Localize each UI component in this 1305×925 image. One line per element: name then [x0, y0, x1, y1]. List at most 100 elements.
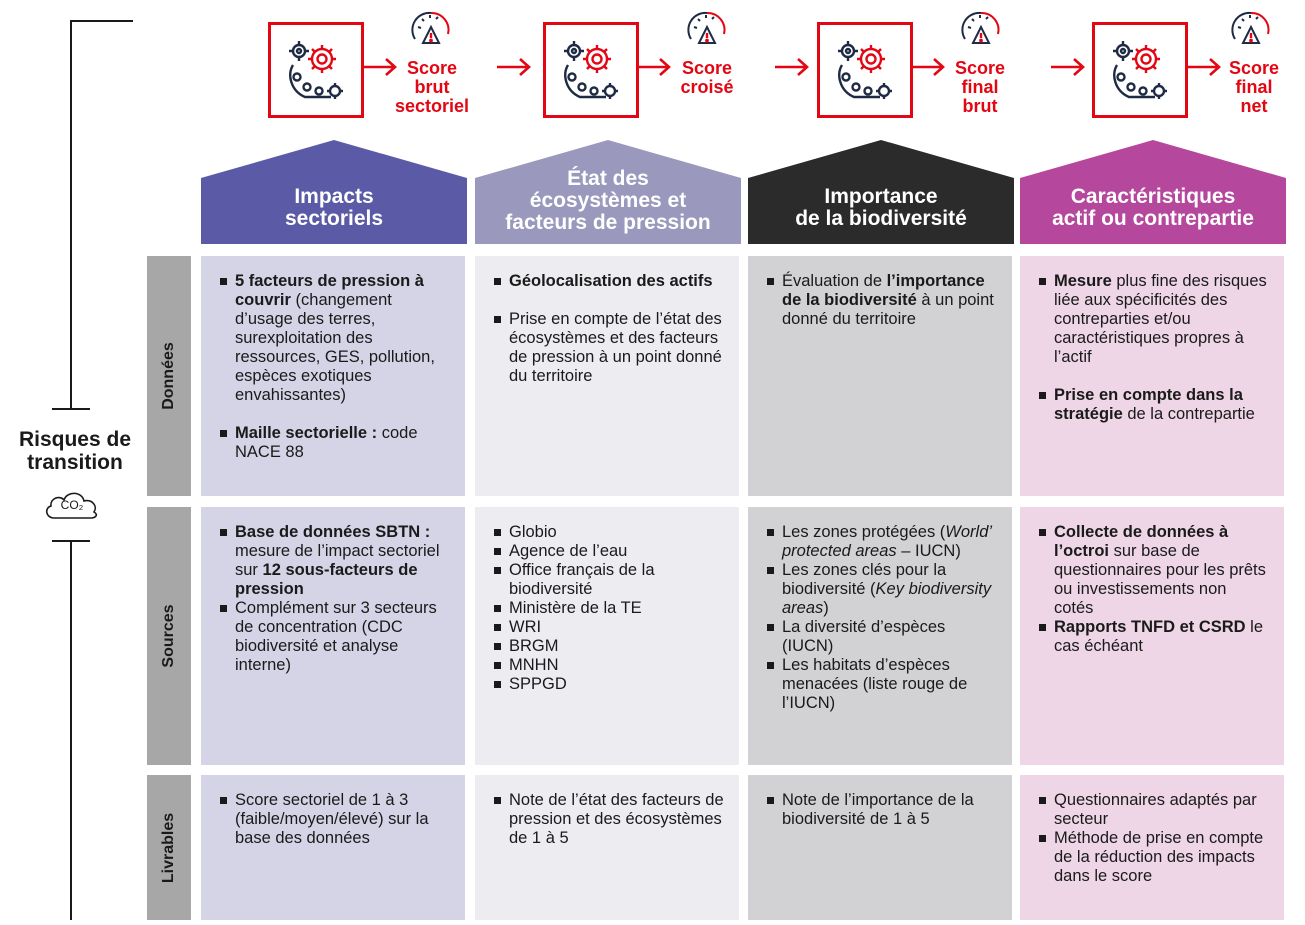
score-label-line: sectoriel	[394, 96, 470, 116]
bullet-item: Score sectoriel de 1 à 3 (faible/moyen/é…	[219, 791, 451, 848]
flow-arrow-icon	[1186, 56, 1222, 83]
bullet-item: Rapports TNFD et CSRD le cas échéant	[1038, 618, 1270, 656]
bullet-item: Méthode de prise en compte de la réducti…	[1038, 829, 1270, 886]
source-item: BRGM	[493, 637, 725, 656]
side-title-line: transition	[27, 451, 123, 474]
score-label-line: Score	[681, 58, 733, 78]
column-header-title-line: de la biodiversité	[795, 207, 967, 230]
bullet-item: 5 facteurs de pression à couvrir (change…	[219, 272, 451, 405]
bullet-item: Géolocalisation des actifs	[493, 272, 725, 291]
score-label-line: brut	[414, 77, 450, 97]
process-machine-box	[543, 22, 639, 118]
source-item: MNHN	[493, 656, 725, 675]
timeline-cap-top	[70, 20, 133, 22]
flow-arrow-icon	[496, 56, 532, 83]
bullet-item: Note de l’état des facteurs de pression …	[493, 791, 725, 848]
row-label-text: Données	[160, 342, 177, 410]
source-item: Ministère de la TE	[493, 599, 725, 618]
timeline-line-top	[70, 20, 72, 410]
bullet-item: Mesure plus fine des risques liée aux sp…	[1038, 272, 1270, 367]
column-header-title-line: Impacts	[294, 185, 374, 208]
process-machine-box	[817, 22, 913, 118]
column-header-title-line: actif ou contrepartie	[1052, 207, 1254, 230]
score-label-line: brut	[962, 96, 998, 116]
bullet-item: Note de l’importance de la biodiversité …	[766, 791, 998, 829]
risk-gauge-warning-icon	[410, 7, 452, 52]
cell-donnees-importance: Évaluation de l’importance de la biodive…	[748, 256, 1012, 496]
source-item: Globio	[493, 523, 725, 542]
bullet-item: Évaluation de l’importance de la biodive…	[766, 272, 998, 329]
bullet-item: Questionnaires adaptés par secteur	[1038, 791, 1270, 829]
cell-donnees-etat: Géolocalisation des actifs Prise en comp…	[475, 256, 739, 496]
bullet-item: Complément sur 3 secteurs de concentrati…	[219, 599, 451, 675]
source-item: Office français de la biodiversité	[493, 561, 725, 599]
bullet-item: Les zones protégées (World’ protected ar…	[766, 523, 998, 561]
source-item: SPPGD	[493, 675, 725, 694]
flow-arrow-icon	[774, 56, 810, 83]
score-label-line: final	[961, 77, 999, 97]
risk-gauge-warning-icon	[960, 7, 1002, 52]
bullet-item: Les zones clés pour la biodiversité (Key…	[766, 561, 998, 618]
score-label-line: final	[1235, 77, 1273, 97]
process-machine-box	[268, 22, 364, 118]
risk-gauge-warning-icon	[1230, 7, 1272, 52]
side-title: Risques de transition	[0, 428, 150, 474]
row-label-text: Sources	[160, 604, 177, 668]
timeline-tick-upper	[52, 408, 90, 410]
cell-sources-caracteristiques: Collecte de données à l’octroi sur base …	[1020, 507, 1284, 765]
bullet-item: Les habitats d’espèces menacées (liste r…	[766, 656, 998, 713]
flow-arrow-icon	[910, 56, 946, 83]
row-label-sources: Sources	[147, 507, 191, 765]
bullet-item: Prise en compte dans la stratégie de la …	[1038, 386, 1270, 424]
cloud-co2-icon: CO₂	[42, 486, 102, 522]
flow-arrow-icon	[636, 56, 672, 83]
bullet-item: Collecte de données à l’octroi sur base …	[1038, 523, 1270, 618]
score-label-line: net	[1240, 96, 1268, 116]
cell-sources-impacts: Base de données SBTN : mesure de l’impac…	[201, 507, 465, 765]
row-label-text: Livrables	[160, 812, 177, 883]
column-header-title-line: Importance	[824, 185, 938, 208]
process-machine-box	[1092, 22, 1188, 118]
score-label-line: Score	[406, 58, 458, 78]
cell-livrables-importance: Note de l’importance de la biodiversité …	[748, 775, 1012, 920]
flow-arrow-icon	[362, 56, 398, 83]
score-label-line: Score	[954, 58, 1006, 78]
column-header-title-line: sectoriels	[284, 207, 384, 230]
cell-sources-importance: Les zones protégées (World’ protected ar…	[748, 507, 1012, 765]
source-item: WRI	[493, 618, 725, 637]
bullet-item: Maille sectorielle : code NACE 88	[219, 424, 451, 462]
cell-livrables-caracteristiques: Questionnaires adaptés par secteur Métho…	[1020, 775, 1284, 920]
score-label-line: croisé	[680, 77, 734, 97]
row-label-livrables: Livrables	[147, 775, 191, 920]
source-item: Agence de l’eau	[493, 542, 725, 561]
bullet-item: La diversité d’espèces (IUCN)	[766, 618, 998, 656]
cell-donnees-impacts: 5 facteurs de pression à couvrir (change…	[201, 256, 465, 496]
column-header-title-line: écosystèmes et	[529, 189, 687, 212]
score-label-line: Score	[1228, 58, 1280, 78]
bullet-item: Prise en compte de l’état des écosystème…	[493, 310, 725, 386]
column-header-title-line: facteurs de pression	[505, 211, 711, 234]
cell-donnees-caracteristiques: Mesure plus fine des risques liée aux sp…	[1020, 256, 1284, 496]
cell-livrables-impacts: Score sectoriel de 1 à 3 (faible/moyen/é…	[201, 775, 465, 920]
cell-livrables-etat: Note de l’état des facteurs de pression …	[475, 775, 739, 920]
row-label-donnees: Données	[147, 256, 191, 496]
risk-gauge-warning-icon	[686, 7, 728, 52]
column-header-title-line: Caractéristiques	[1070, 185, 1236, 208]
flow-arrow-icon	[1050, 56, 1086, 83]
timeline-line-bottom	[70, 540, 72, 920]
side-title-line: Risques de	[18, 428, 132, 451]
